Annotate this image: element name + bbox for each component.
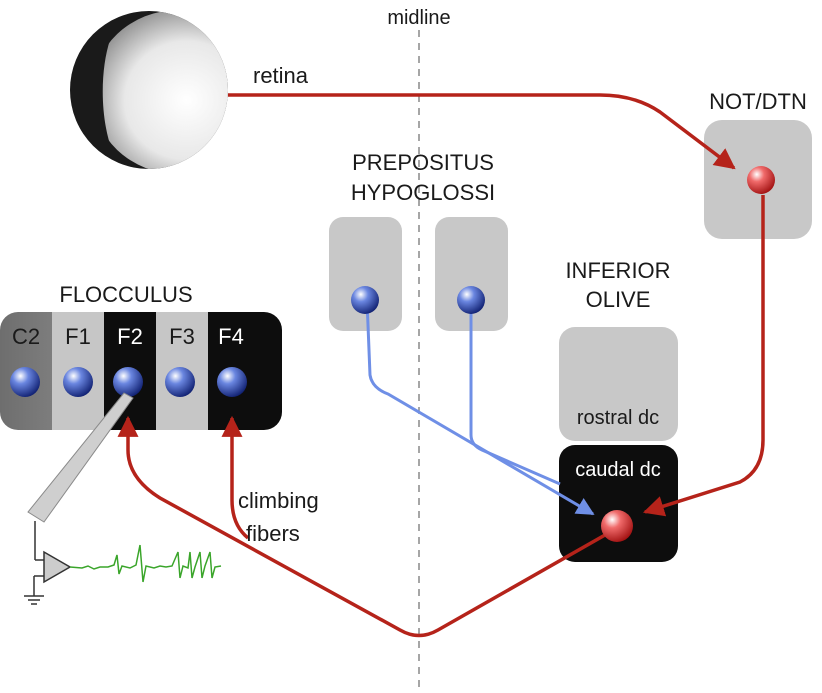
flocculus-label: FLOCCULUS [59,282,192,307]
zone-f1-label: F1 [65,324,91,349]
not-dtn-neuron [747,166,775,194]
prepositus-label-line1: PREPOSITUS [352,150,494,175]
zone-f4-band [208,312,282,430]
recording-electrode-icon [27,392,134,523]
zone-f2-neuron [113,367,143,397]
caudal-dc-neuron [601,510,633,542]
prepositus-left-to-olive-pathway [365,299,595,516]
prepositus-right-neuron [457,286,485,314]
retina-label: retina [253,63,309,88]
climbing-fibers-label-line1: climbing [238,488,319,513]
zone-f4-neuron [217,367,247,397]
zone-f4-label: F4 [218,324,244,349]
zone-f1-neuron [63,367,93,397]
midline-label: midline [387,7,450,29]
prepositus-label-line2: HYPOGLOSSI [351,180,495,205]
climbing-fiber-to-f4 [221,415,250,540]
not-dtn-label: NOT/DTN [709,89,807,114]
zone-f3-neuron [165,367,195,397]
rostral-dc-box [559,327,678,441]
retina-to-not-pathway [228,93,736,170]
zone-f2-label: F2 [117,324,143,349]
climbing-fiber-to-f2 [117,415,606,638]
eye-icon [70,11,228,169]
spike-recording-trace [69,544,222,583]
prepositus-left-neuron [351,286,379,314]
caudal-dc-box [559,445,678,562]
climbing-fibers-label-line2: fibers [246,521,300,546]
inferior-olive-label-line2: OLIVE [586,287,651,312]
prepositus-left-box [329,217,402,331]
amplifier-circuit-icon [24,521,72,605]
prepositus-right-box [435,217,508,331]
rostral-dc-label: rostral dc [577,407,659,429]
prepositus-right-to-olive-pathway [469,300,561,486]
zone-c2-label: C2 [12,324,40,349]
caudal-dc-label: caudal dc [575,459,661,481]
zone-f3-label: F3 [169,324,195,349]
inferior-olive-label-line1: INFERIOR [565,258,670,283]
not-to-olive-pathway [642,195,765,517]
zone-c2-neuron [10,367,40,397]
